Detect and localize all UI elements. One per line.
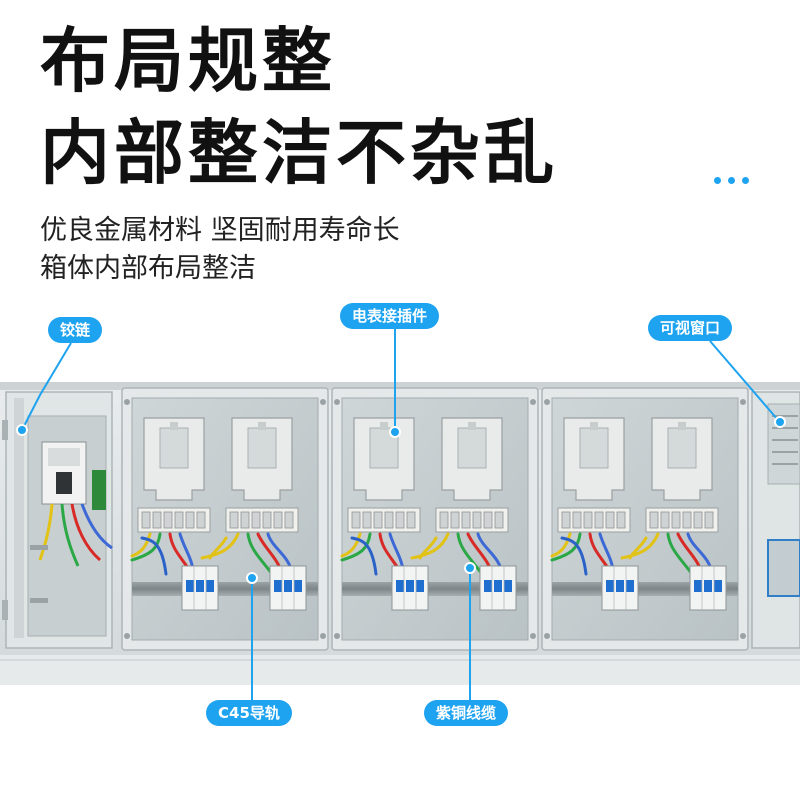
callout-copper-cable: 紫铜线缆 xyxy=(424,700,509,726)
callout-meter-plug: 电表接插件 xyxy=(340,303,440,329)
headline-line1: 布局规整 xyxy=(40,20,336,102)
subtitle-line1: 优良金属材料 坚固耐用寿命长 xyxy=(40,215,400,246)
more-dots-icon xyxy=(714,177,750,185)
subtitle-line2: 箱体内部布局整洁 xyxy=(40,253,256,284)
callout-hinge: 铰链 xyxy=(48,317,103,343)
callout-c45-rail: C45导轨 xyxy=(206,700,292,726)
callout-viewing-window: 可视窗口 xyxy=(648,315,733,341)
headline-line2: 内部整洁不杂乱 xyxy=(40,112,558,194)
